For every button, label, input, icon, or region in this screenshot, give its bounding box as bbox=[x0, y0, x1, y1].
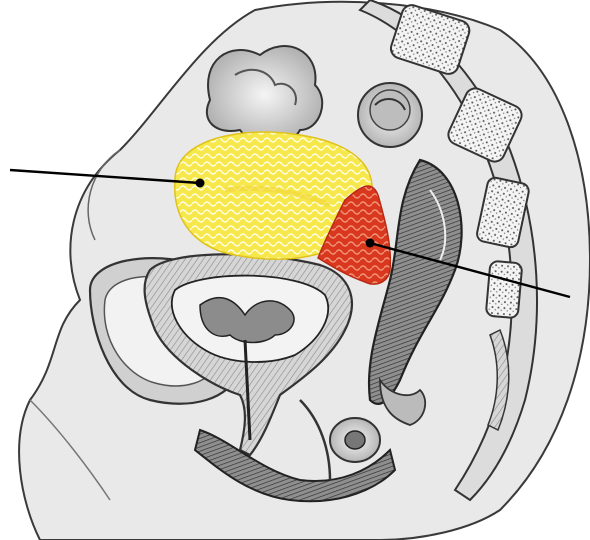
anatomy-diagram bbox=[0, 0, 590, 540]
anatomy-illustration bbox=[0, 0, 590, 540]
